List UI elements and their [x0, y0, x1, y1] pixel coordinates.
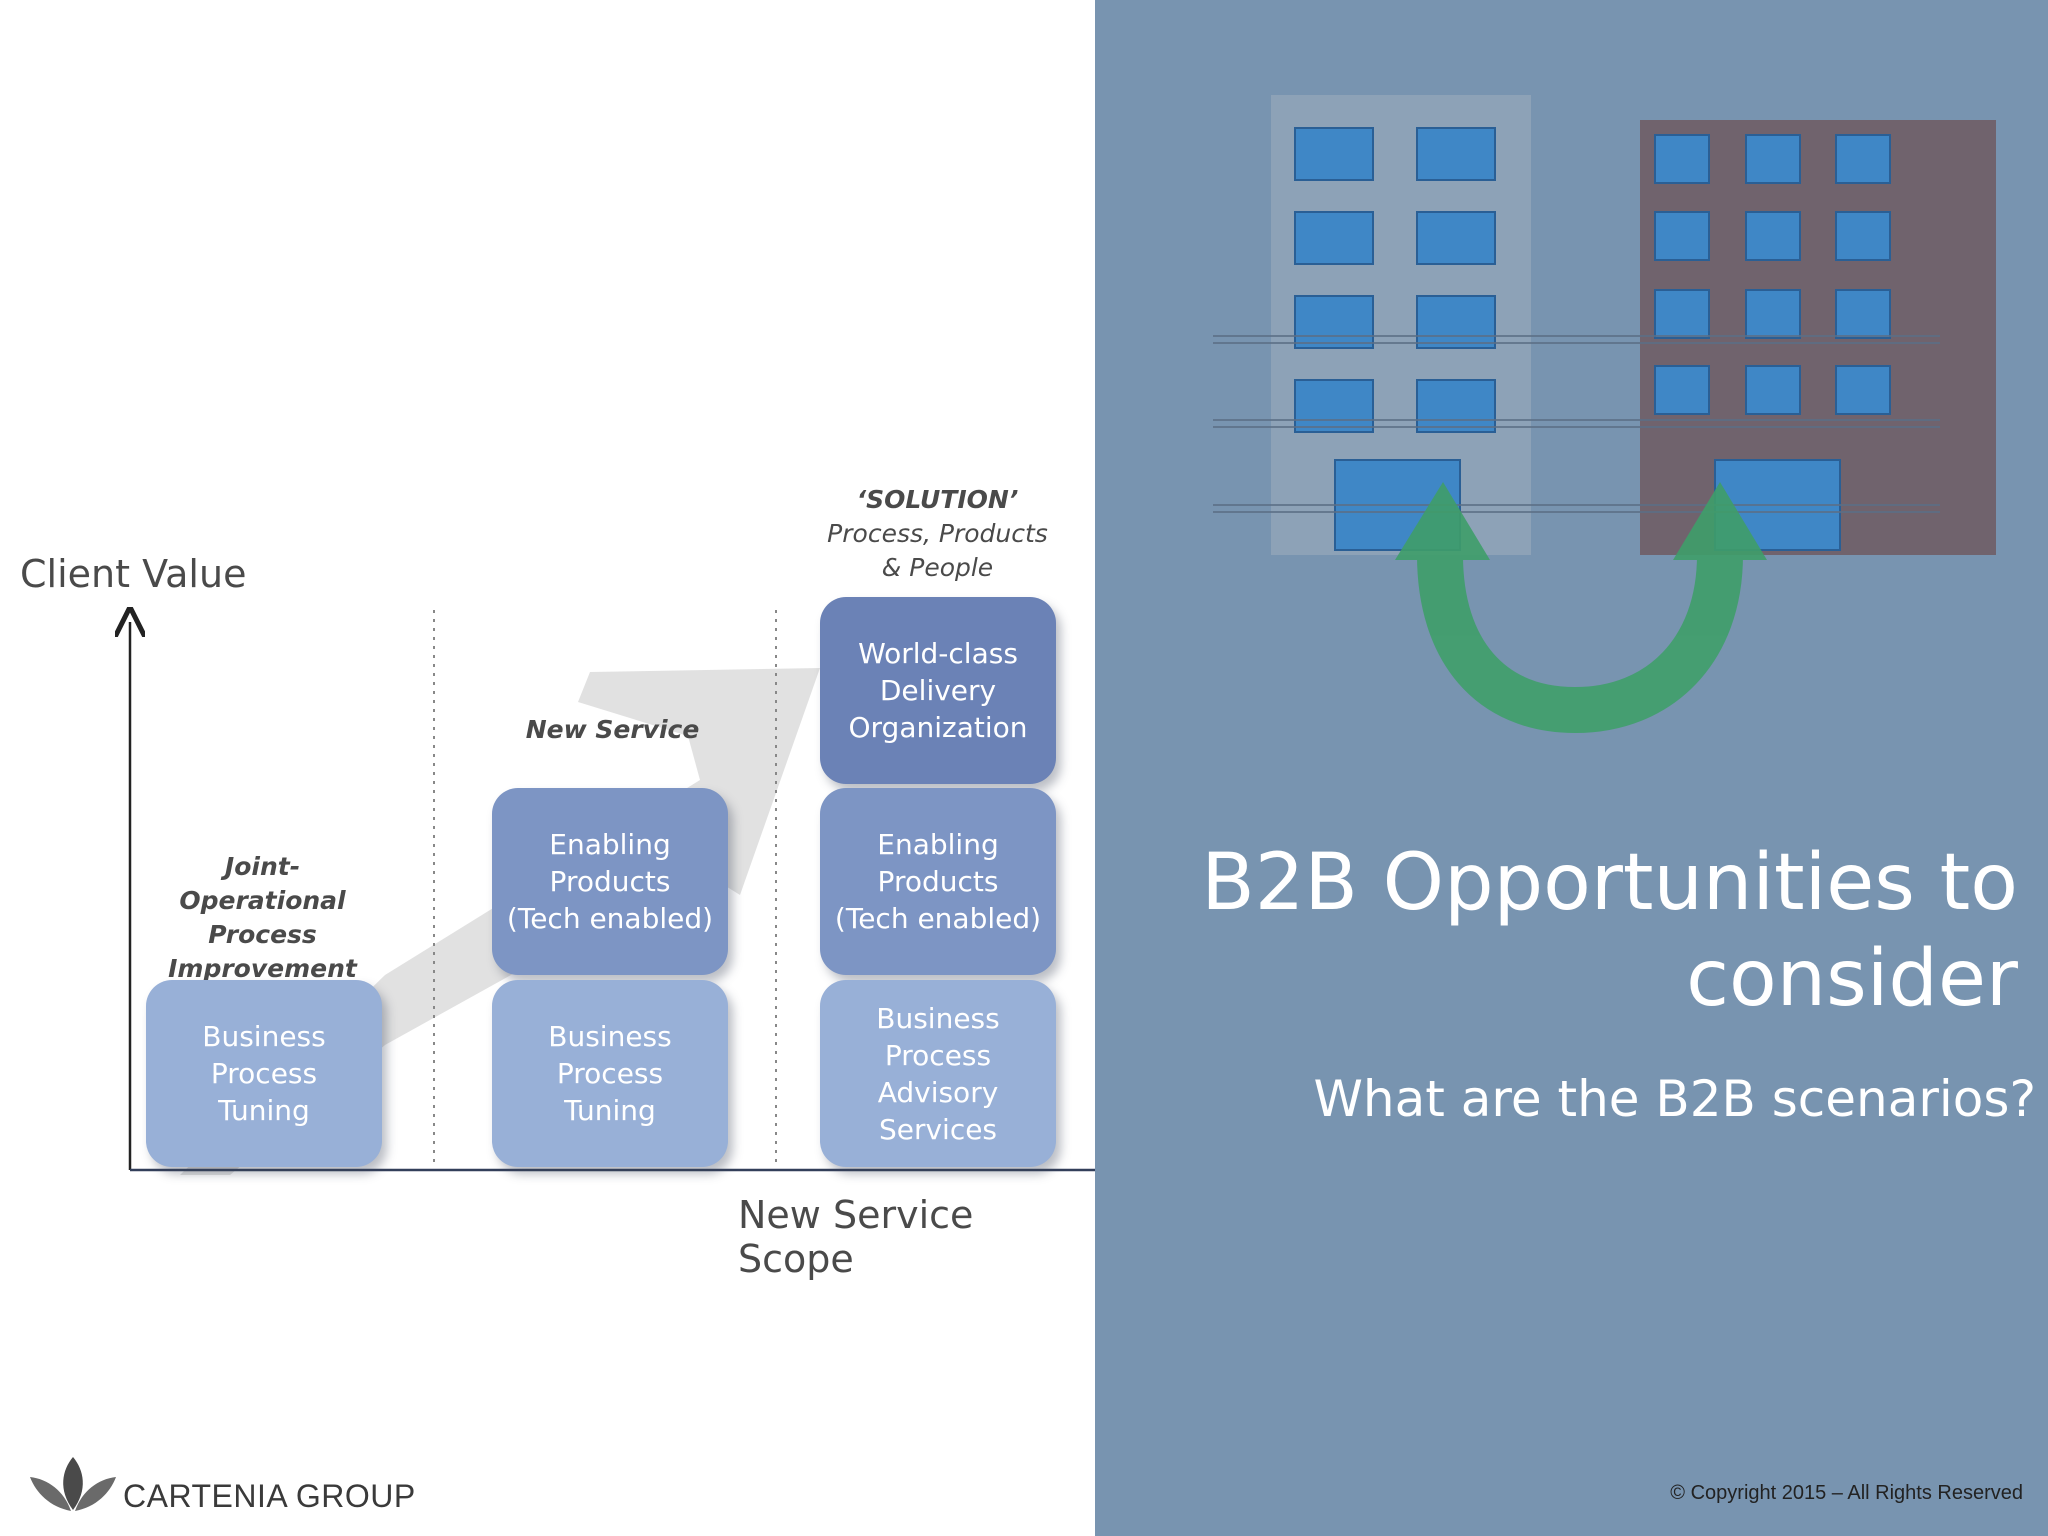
slide-subtitle: What are the B2B scenarios?	[1313, 1070, 2036, 1128]
box-col3-business-process-advisory: Business Process Advisory Services	[820, 980, 1056, 1167]
diagram-area: Client Value New Service Scope Joint- Op…	[20, 483, 1095, 1514]
box-col2-enabling-products: Enabling Products (Tech enabled)	[492, 788, 728, 975]
solution-line2: & People	[881, 553, 994, 582]
slide-title: B2B Opportunities to consider	[1201, 838, 2018, 1024]
caption-joint-improvement: Joint- Operational Process Improvement	[168, 852, 357, 983]
box-col1-business-process-tuning: Business Process Tuning	[146, 980, 382, 1167]
box-label: Business Process Tuning	[202, 1020, 326, 1127]
title-panel: B2B Opportunities to consider What are t…	[1095, 0, 2048, 1536]
company-name: CARTENIA GROUP	[123, 1478, 416, 1514]
x-axis-label: New Service Scope	[738, 1193, 974, 1281]
solution-line1: Process, Products	[827, 519, 1048, 548]
caption-solution: ‘SOLUTION’ Process, Products & People	[810, 483, 1065, 585]
box-col3-enabling-products: Enabling Products (Tech enabled)	[820, 788, 1056, 975]
caption-new-service: New Service	[525, 715, 700, 744]
box-label: Business Process Tuning	[548, 1020, 672, 1127]
copyright-text: © Copyright 2015 – All Rights Reserved	[1670, 1482, 2023, 1504]
box-label: World-class Delivery Organization	[848, 637, 1028, 744]
solution-title: ‘SOLUTION’	[856, 485, 1019, 514]
box-label: Enabling Products (Tech enabled)	[834, 828, 1042, 935]
box-col2-business-process-tuning: Business Process Tuning	[492, 980, 728, 1167]
buildings-illustration	[1213, 95, 1996, 734]
brick-building-icon	[1640, 120, 1996, 555]
lotus-icon	[30, 1457, 116, 1511]
exchange-arrow-icon	[1395, 482, 1767, 734]
y-axis-label: Client Value	[20, 552, 247, 596]
box-label: Business Process Advisory Services	[876, 1001, 1000, 1146]
office-building-icon	[1271, 95, 1531, 555]
box-col3-world-class-delivery: World-class Delivery Organization	[820, 597, 1056, 784]
box-label: Enabling Products (Tech enabled)	[506, 828, 714, 935]
